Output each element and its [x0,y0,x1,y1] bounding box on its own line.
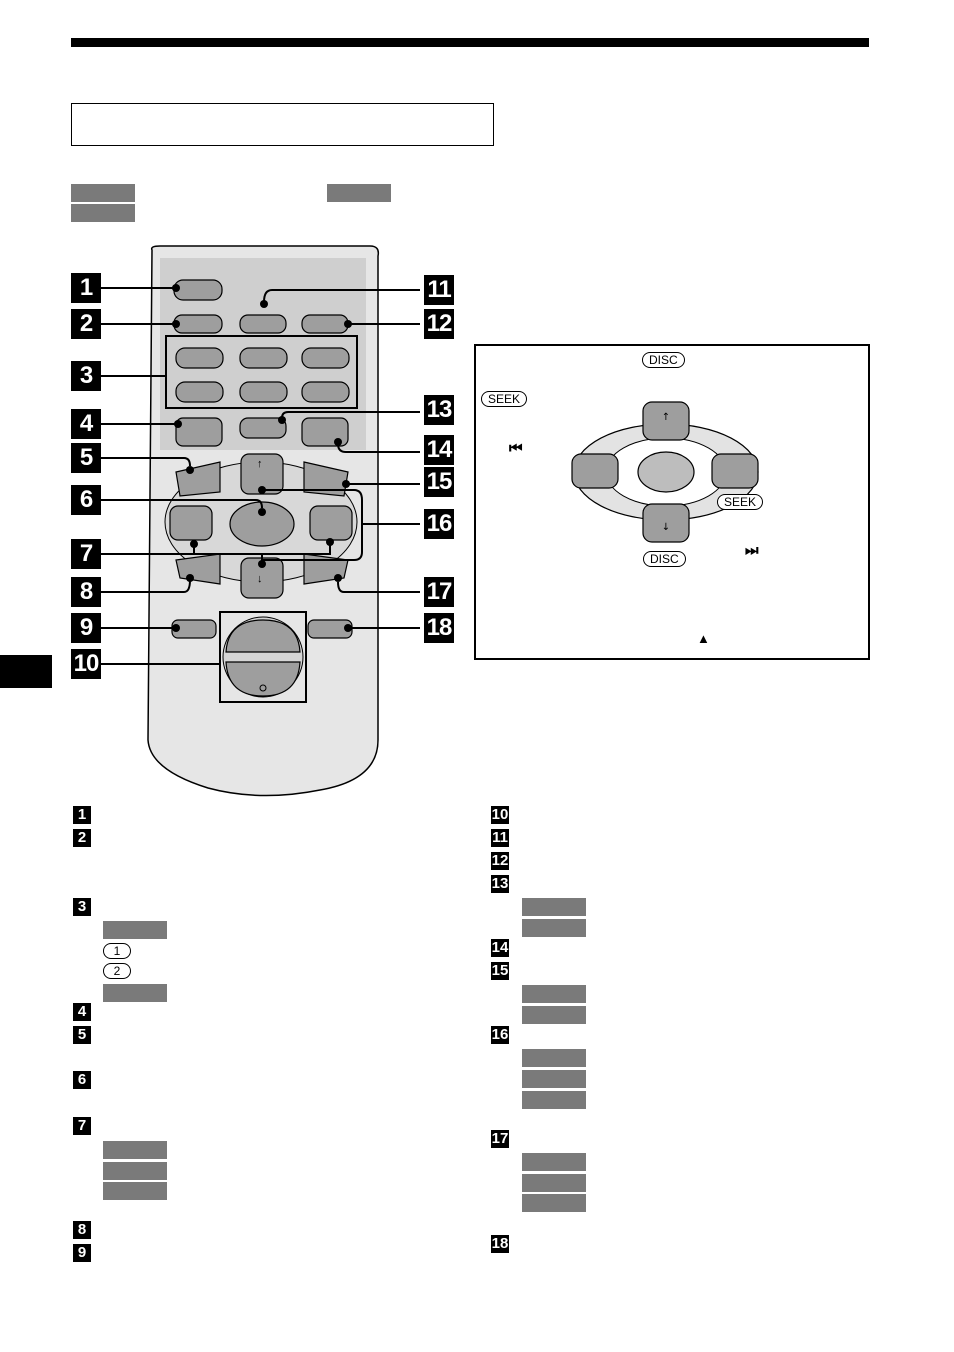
previous-track-icon: ⏮ [509,440,523,457]
seek-label-left: SEEK [481,391,528,407]
model-tag [522,898,586,916]
callout-12: 12 [424,309,454,339]
list-item-number: 9 [73,1244,91,1262]
model-tag [103,921,167,939]
list-item-number: 11 [491,829,509,847]
model-tag [103,1162,167,1180]
model-tag [103,1141,167,1159]
callout-8: 8 [71,577,101,607]
callout-1: 1 [71,273,101,303]
eject-icon: ▲ [697,631,710,646]
model-tag [71,184,135,202]
circled-number: 1 [103,943,131,959]
up-arrow-icon: ↑ [257,458,263,470]
dpad-detail-panel [474,344,870,660]
callout-6: 6 [71,485,101,515]
disc-label-bottom: DISC [643,551,686,567]
model-tag [522,1091,586,1109]
list-item-number: 8 [73,1221,91,1239]
callout-17: 17 [424,577,454,607]
callout-10: 10 [71,649,101,679]
list-item-number: 5 [73,1026,91,1044]
list-item-number: 6 [73,1071,91,1089]
dpad-detail-illustration: ↑ ↓ [571,401,759,543]
svg-text:↓: ↓ [662,522,670,533]
list-item-number: 15 [491,962,509,980]
callout-2: 2 [71,309,101,339]
model-tag [103,984,167,1002]
model-tag [522,1174,586,1192]
list-item-number: 1 [73,806,91,824]
list-item-number: 7 [73,1117,91,1135]
list-item-number: 10 [491,806,509,824]
list-item-number: 16 [491,1026,509,1044]
list-item-number: 3 [73,898,91,916]
svg-text:↑: ↑ [662,412,670,423]
callout-4: 4 [71,409,101,439]
next-track-icon: ⏭ [745,542,759,559]
list-item-number: 18 [491,1235,509,1253]
model-tag [522,919,586,937]
model-tag [522,1006,586,1024]
callout-7: 7 [71,539,101,569]
list-item-number: 17 [491,1130,509,1148]
button-1 [173,279,223,301]
model-tag [522,985,586,1003]
list-item-number: 4 [73,1003,91,1021]
model-tag [327,184,391,202]
circled-number: 2 [103,963,131,979]
callout-3: 3 [71,361,101,391]
disc-label-top: DISC [642,352,685,368]
section-title-box [71,103,494,146]
list-item-number: 13 [491,875,509,893]
seek-label-right: SEEK [717,494,764,510]
remote-illustration: .btn { fill:#9e9e9e; stroke:#000; stroke… [100,245,420,797]
list-item-number: 12 [491,852,509,870]
down-arrow-icon: ↓ [257,573,263,585]
callout-18: 18 [424,613,454,643]
callout-13: 13 [424,395,454,425]
callout-11: 11 [424,275,454,305]
list-item-number: 14 [491,939,509,957]
side-tab [0,655,52,688]
model-tag [522,1153,586,1171]
header-rule [71,38,869,47]
model-tag [522,1049,586,1067]
model-tag [522,1194,586,1212]
model-tag [103,1182,167,1200]
callout-5: 5 [71,443,101,473]
callout-14: 14 [424,435,454,465]
callout-9: 9 [71,613,101,643]
list-item-number: 2 [73,829,91,847]
callout-16: 16 [424,509,454,539]
model-tag [522,1070,586,1088]
callout-15: 15 [424,467,454,497]
model-tag [71,204,135,222]
